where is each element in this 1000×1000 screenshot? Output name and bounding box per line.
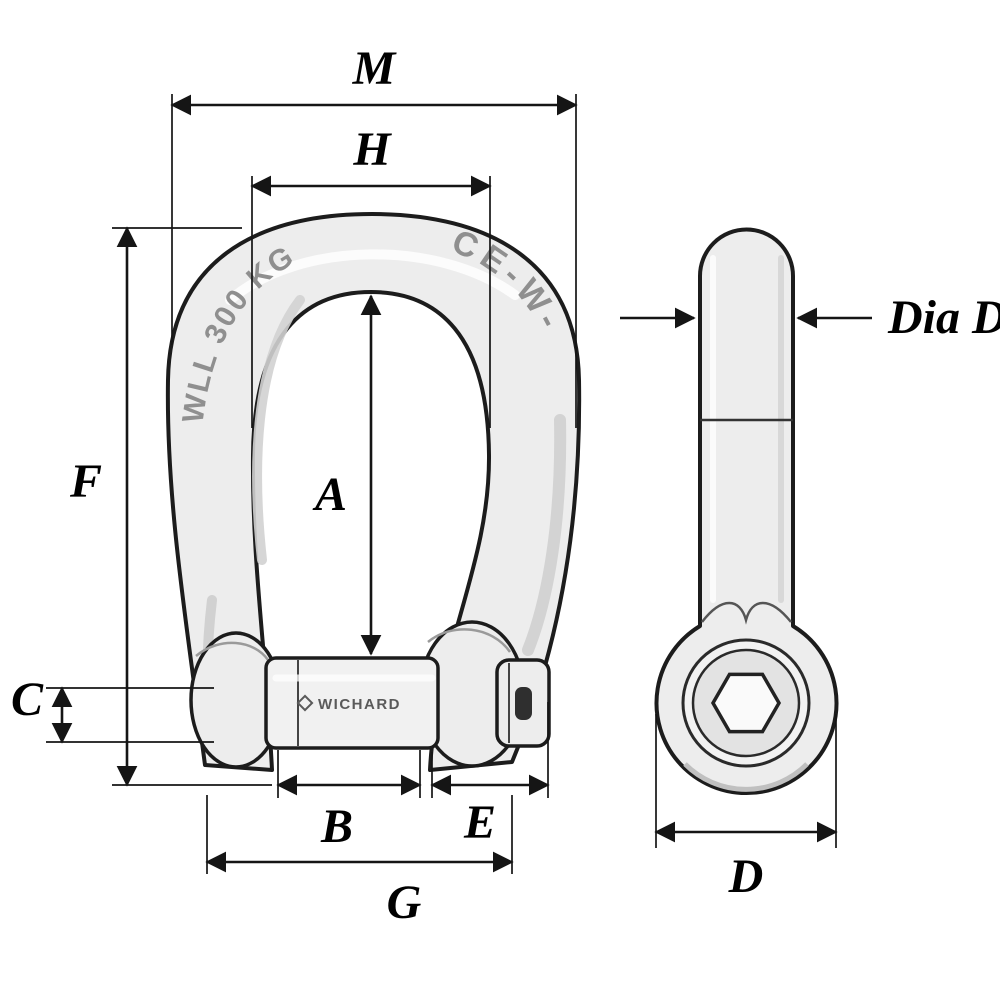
dimensions-front: M H A F C B — [11, 42, 578, 929]
shackle-pin: WICHARD — [264, 656, 551, 750]
dimension-label-g: G — [387, 876, 422, 929]
bow-highlight-top — [225, 249, 520, 305]
dimension-dia-d: Dia D — [620, 291, 1000, 344]
bow-shade-right — [522, 414, 567, 656]
pin-head-socket — [515, 687, 532, 720]
side-scallop-contour — [701, 601, 792, 625]
wichard-diamond-logo — [296, 694, 314, 712]
dimension-label-h: H — [352, 123, 392, 176]
dimension-label-e: E — [463, 796, 496, 849]
right-boss-contour — [427, 628, 512, 653]
hex-socket — [710, 672, 782, 734]
eye-ring-shade — [683, 762, 809, 792]
dimension-D: D — [654, 714, 838, 903]
dimension-C: C — [11, 673, 214, 744]
left-boss-contour — [195, 641, 270, 661]
pin-brand-text: WICHARD — [318, 696, 401, 713]
dimension-M: M — [170, 42, 578, 428]
dimension-label-b: B — [320, 800, 353, 853]
dimension-label-dia-d: Dia D — [887, 291, 1000, 344]
bow-shade-left — [252, 295, 305, 565]
dimension-H: H — [250, 123, 492, 428]
dimension-label-d: D — [728, 850, 764, 903]
dimension-A: A — [312, 294, 382, 656]
dimension-label-f: F — [69, 455, 102, 508]
dimension-B: B — [276, 750, 422, 853]
dimensions-side: Dia D D — [620, 291, 1000, 903]
side-body-silhouette — [654, 227, 839, 796]
dimension-F: F — [69, 226, 272, 787]
dimension-label-m: M — [352, 42, 398, 95]
side-view — [654, 227, 839, 796]
dimension-G: G — [205, 795, 514, 929]
dimension-label-a: A — [312, 468, 347, 521]
dimension-label-c: C — [11, 673, 44, 726]
front-view: WLL 300 KG CE-W- WICHARD — [165, 212, 582, 772]
dimension-E: E — [430, 702, 550, 849]
